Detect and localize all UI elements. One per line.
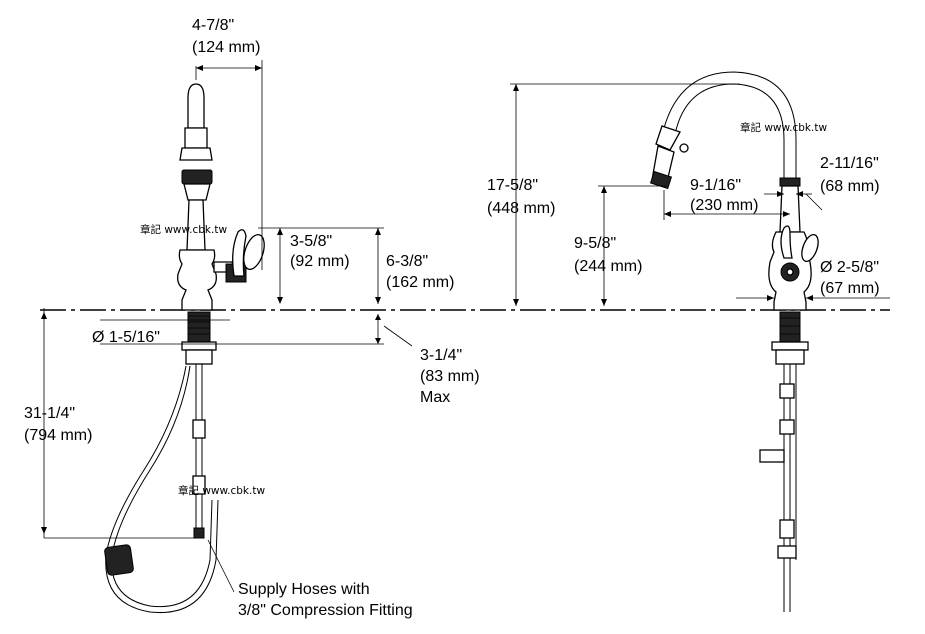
right-dimensions <box>510 83 890 306</box>
left-faucet-side-view <box>104 83 265 614</box>
left-dimensions <box>41 60 413 593</box>
spout-width-imperial: 4-7/8" <box>192 17 234 34</box>
overall-height-metric: (448 mm) <box>487 200 555 217</box>
right-faucet-front-view <box>649 71 819 612</box>
base-diameter-imperial: Ø 2-5/8" <box>820 259 879 276</box>
lever-handle-front <box>780 225 793 259</box>
body-height-metric: (162 mm) <box>386 274 454 291</box>
faucet-body <box>177 249 217 311</box>
supply-note-line1: Supply Hoses with <box>238 581 370 598</box>
watermark: 章記 www.cbk.tw <box>178 484 265 497</box>
spout-clearance-imperial: 9-5/8" <box>574 235 616 252</box>
hose-weight <box>104 544 134 576</box>
watermark: 章記 www.cbk.tw <box>140 223 227 236</box>
handle-height-imperial: 3-5/8" <box>290 233 332 250</box>
supply-note-line2: 3/8" Compression Fitting <box>238 602 413 619</box>
spout-tip <box>187 83 205 129</box>
deck-thickness-imperial: 3-1/4" <box>420 347 462 364</box>
deck-thickness-metric: (83 mm) <box>420 368 480 385</box>
shank-diameter: Ø 1-5/16" <box>92 329 160 346</box>
spout-reach-imperial: 9-1/16" <box>690 177 741 194</box>
handle-height-metric: (92 mm) <box>290 253 350 270</box>
hose-length-metric: (794 mm) <box>24 427 92 444</box>
spout-reach-metric: (230 mm) <box>690 197 758 214</box>
neck-diameter-metric: (68 mm) <box>820 178 880 195</box>
deck-thickness-note: Max <box>420 389 450 406</box>
watermark: 章記 www.cbk.tw <box>740 121 827 134</box>
base-diameter-metric: (67 mm) <box>820 280 880 297</box>
hose-length-imperial: 31-1/4" <box>24 405 75 422</box>
left-labels: 4-7/8" (124 mm) 3-5/8" (92 mm) 6-3/8" (1… <box>24 17 480 619</box>
body-height-imperial: 6-3/8" <box>386 253 428 270</box>
spout-width-metric: (124 mm) <box>192 39 260 56</box>
spout-clearance-metric: (244 mm) <box>574 258 642 275</box>
overall-height-imperial: 17-5/8" <box>487 177 538 194</box>
neck-diameter-imperial: 2-11/16" <box>820 155 879 172</box>
right-labels: 17-5/8" (448 mm) 9-5/8" (244 mm) 9-1/16"… <box>487 121 880 297</box>
